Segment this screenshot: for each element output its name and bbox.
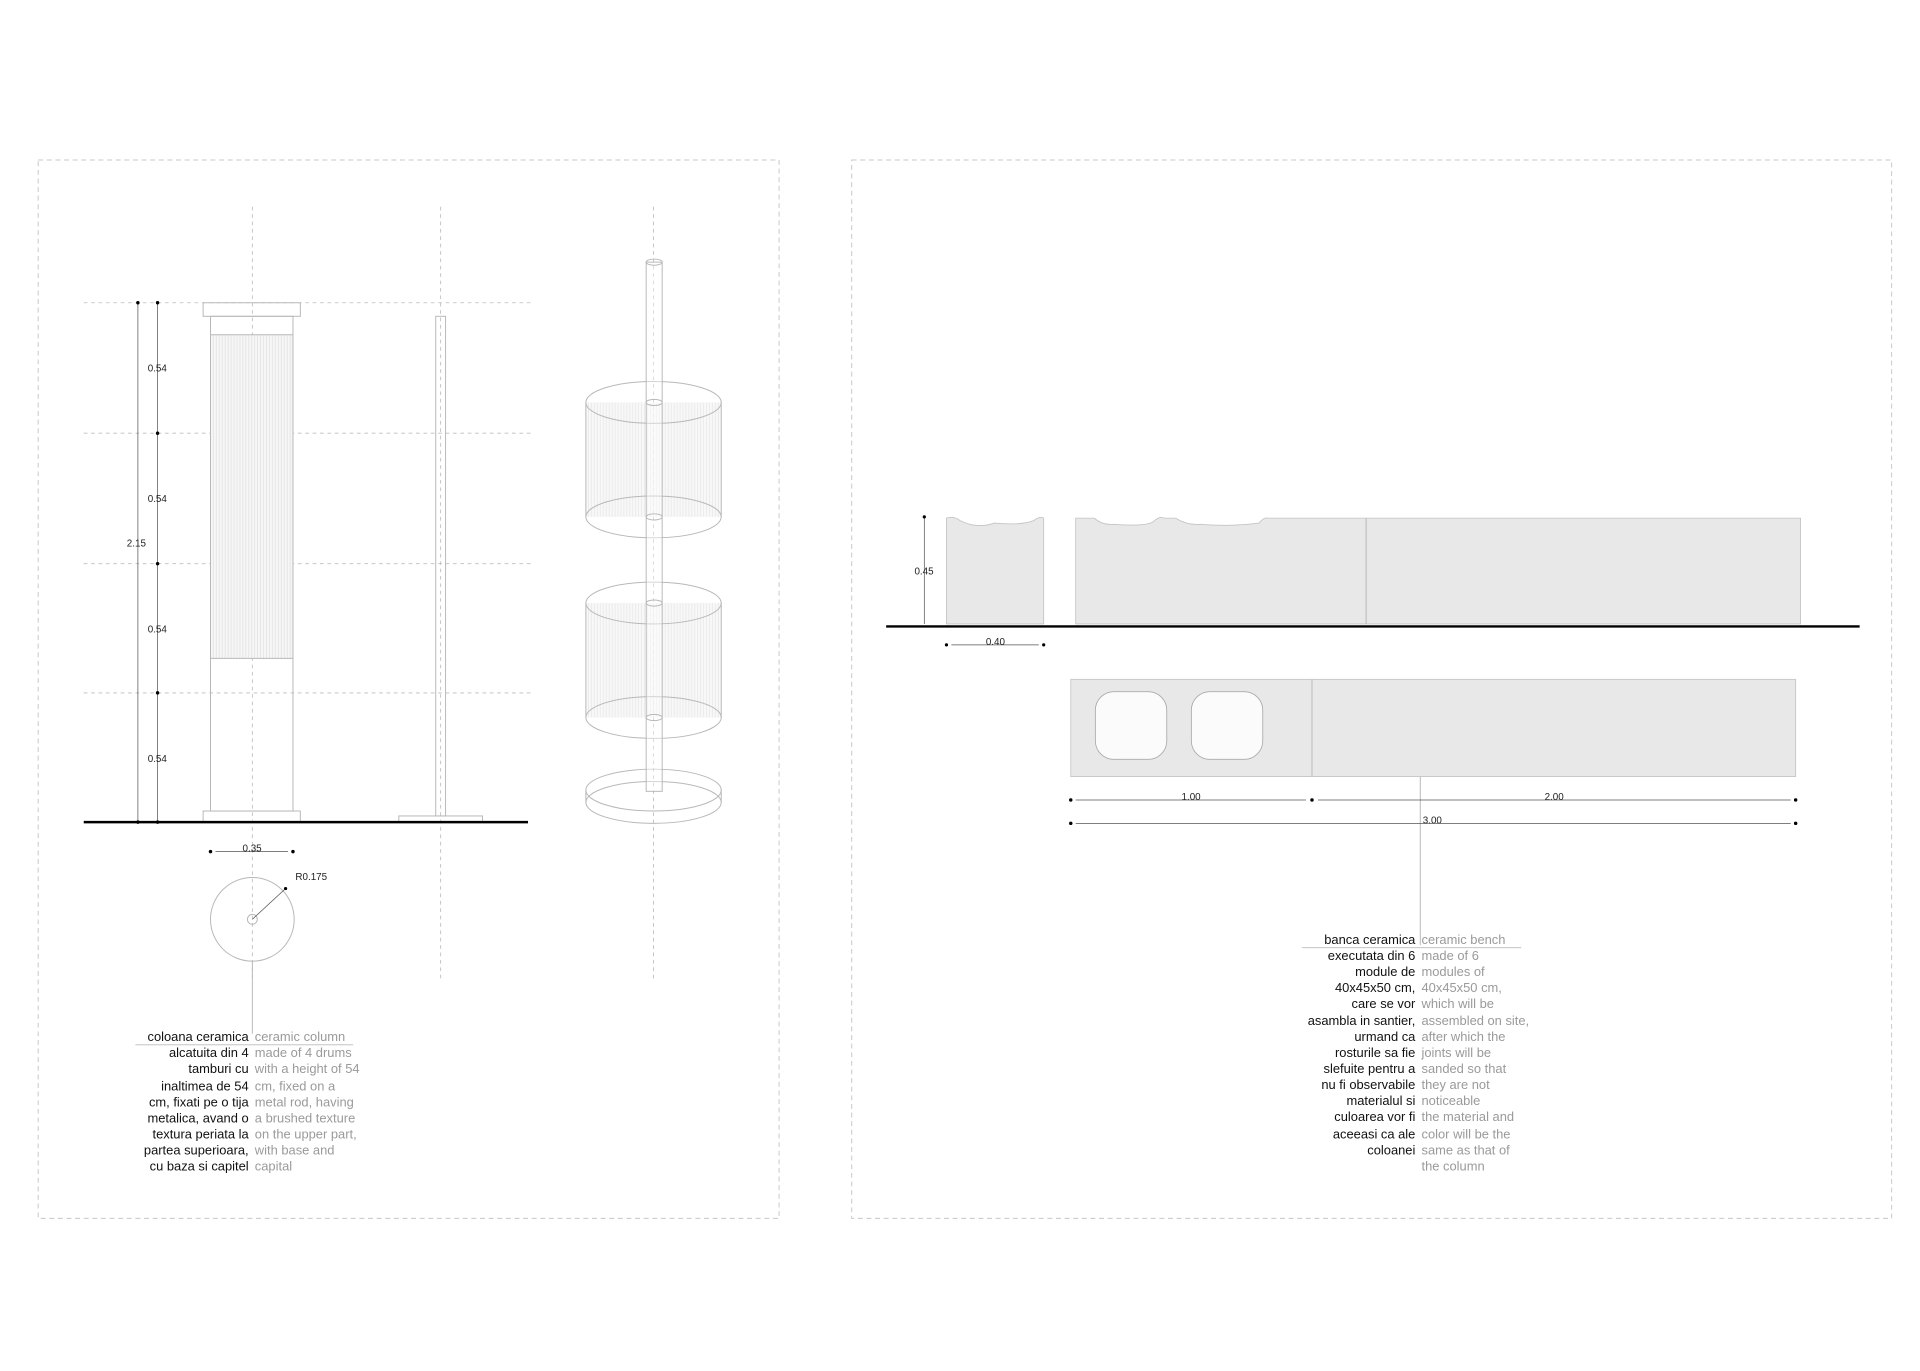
dim-radius: R0.175 bbox=[295, 872, 327, 883]
dim-drum-height: 0.54 bbox=[148, 364, 168, 375]
desc-ro-line: metalica, avand o bbox=[147, 1110, 248, 1125]
bench-front bbox=[1075, 517, 1801, 625]
desc-en-line: with base and bbox=[254, 1142, 335, 1157]
dim-part2: 2.00 bbox=[1545, 792, 1565, 803]
dim-total-length: 3.00 bbox=[1423, 815, 1443, 826]
desc-en-line: with a height of 54 bbox=[254, 1061, 360, 1076]
desc-ro-line: cu baza si capitel bbox=[150, 1158, 249, 1173]
desc-ro-line: coloanei bbox=[1367, 1142, 1415, 1157]
desc-ro-line: tamburi cu bbox=[188, 1061, 248, 1076]
desc-en-line: modules of bbox=[1422, 964, 1486, 979]
bench-description: banca ceramica executata din 6 module de… bbox=[1302, 932, 1529, 1173]
dim-part1: 1.00 bbox=[1182, 792, 1202, 803]
desc-en-line: 40x45x50 cm, bbox=[1422, 980, 1502, 995]
desc-ro-line: culoarea vor fi bbox=[1334, 1109, 1415, 1124]
desc-en-line: made of 6 bbox=[1422, 948, 1479, 963]
column-plan: R0.175 bbox=[210, 872, 328, 1034]
desc-en-line: made of 4 drums bbox=[255, 1045, 352, 1060]
right-panel-frame bbox=[851, 159, 1893, 1219]
desc-ro-line: module de bbox=[1355, 964, 1415, 979]
desc-ro-line: partea superioara, bbox=[144, 1142, 249, 1157]
desc-en-line: color will be the bbox=[1422, 1126, 1511, 1141]
desc-ro-line: 40x45x50 cm, bbox=[1335, 980, 1415, 995]
desc-en-line: same as that of bbox=[1422, 1142, 1511, 1157]
desc-en-line: they are not bbox=[1422, 1077, 1491, 1092]
bench-plan: 1.00 2.00 3.00 bbox=[1069, 678, 1798, 946]
bench-module-side bbox=[946, 516, 1045, 625]
desc-en-line: after which the bbox=[1422, 1029, 1506, 1044]
desc-en-line: the material and bbox=[1422, 1109, 1515, 1124]
desc-en-line: noticeable bbox=[1422, 1093, 1481, 1108]
desc-en-line: ceramic column bbox=[255, 1029, 345, 1044]
column-base bbox=[202, 810, 301, 823]
desc-ro-line: inaltimea de 54 bbox=[161, 1078, 249, 1093]
column-isometric bbox=[585, 258, 722, 824]
dim-drum-height: 0.54 bbox=[148, 494, 168, 505]
bench-seat-hollow bbox=[1094, 691, 1168, 760]
desc-ro-line: executata din 6 bbox=[1328, 948, 1416, 963]
desc-en-line: the column bbox=[1422, 1158, 1485, 1173]
column-description: coloana ceramica alcatuita din 4 tamburi… bbox=[135, 1029, 360, 1173]
desc-ro-line: asambla in santier, bbox=[1308, 1013, 1416, 1028]
desc-en-line: on the upper part, bbox=[255, 1126, 357, 1141]
desc-en-line: capital bbox=[255, 1158, 292, 1173]
desc-ro-line: aceeasi ca ale bbox=[1333, 1126, 1416, 1141]
desc-en-line: which will be bbox=[1421, 996, 1494, 1011]
desc-ro-line: cm, fixati pe o tija bbox=[149, 1094, 250, 1109]
dim-total-height: 2.15 bbox=[127, 538, 147, 549]
desc-ro-line: urmand ca bbox=[1354, 1029, 1416, 1044]
column-elevation: 2.15 0.54 0.54 0.54 0.54 0.35 bbox=[83, 206, 654, 979]
desc-en-line: sanded so that bbox=[1422, 1061, 1507, 1076]
desc-en-line: assembled on site, bbox=[1422, 1013, 1530, 1028]
desc-en-line: cm, fixed on a bbox=[255, 1078, 336, 1093]
bench-elevation: 0.45 0.40 bbox=[886, 515, 1860, 648]
bench-seat-hollow bbox=[1190, 691, 1264, 760]
desc-en-line: ceramic bench bbox=[1422, 932, 1506, 947]
desc-ro-line: nu fi observabile bbox=[1321, 1077, 1415, 1092]
capital bbox=[202, 302, 301, 317]
desc-en-line: a brushed texture bbox=[255, 1110, 355, 1125]
desc-ro-line: slefuite pentru a bbox=[1324, 1061, 1417, 1076]
brushed-texture bbox=[210, 334, 293, 659]
desc-ro-line: banca ceramica bbox=[1324, 932, 1416, 947]
desc-ro-line: textura periata la bbox=[153, 1126, 250, 1141]
dim-drum-height: 0.54 bbox=[148, 754, 168, 765]
desc-en-line: metal rod, having bbox=[255, 1094, 354, 1109]
dim-drum-height: 0.54 bbox=[148, 625, 168, 636]
desc-ro-line: alcatuita din 4 bbox=[169, 1045, 249, 1060]
desc-ro-line: materialul si bbox=[1346, 1093, 1415, 1108]
desc-ro-line: coloana ceramica bbox=[147, 1029, 249, 1044]
dim-bench-height: 0.45 bbox=[914, 567, 934, 578]
dim-diameter: 0.35 bbox=[243, 844, 263, 855]
desc-ro-line: care se vor bbox=[1352, 996, 1417, 1011]
dim-module-width: 0.40 bbox=[986, 637, 1006, 648]
left-panel-frame bbox=[37, 159, 780, 1219]
desc-ro-line: rosturile sa fie bbox=[1335, 1045, 1415, 1060]
desc-en-line: joints will be bbox=[1421, 1045, 1492, 1060]
